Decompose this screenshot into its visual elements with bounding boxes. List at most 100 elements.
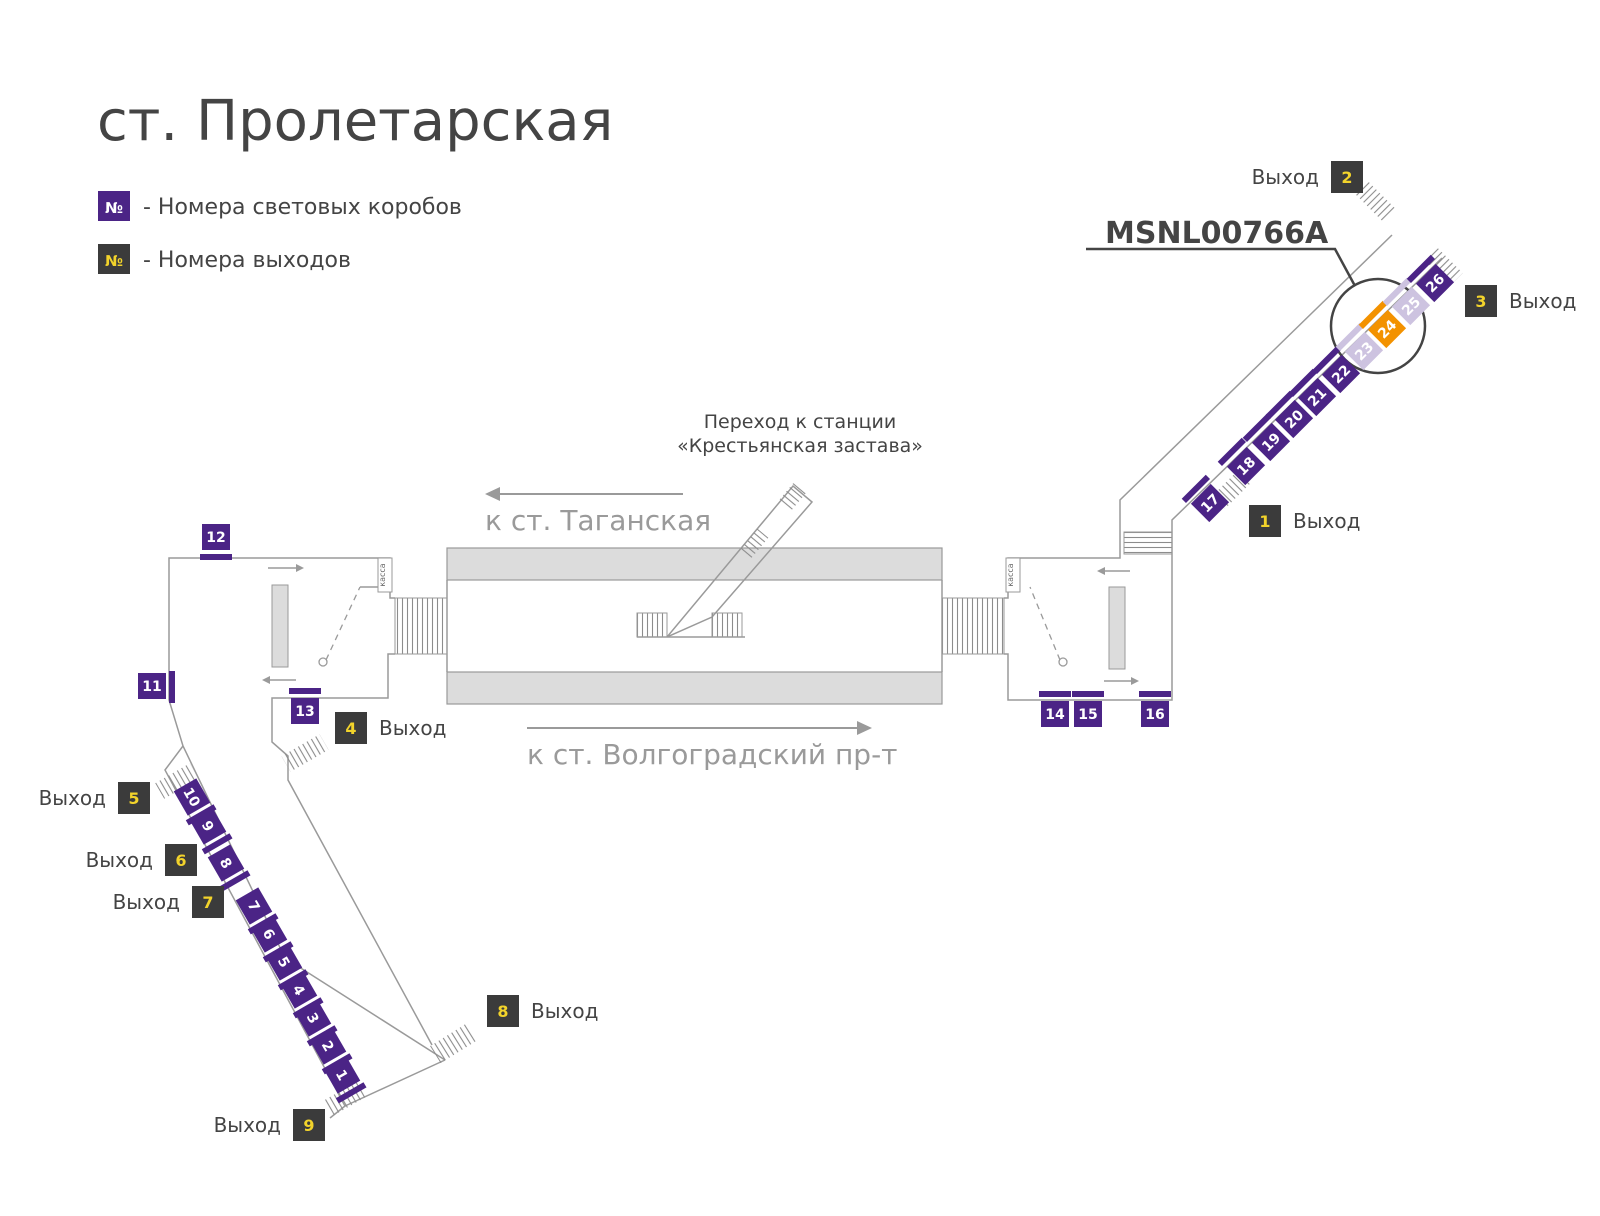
lightbox-wall-bar (1358, 300, 1387, 329)
lightbox-12: 12 (200, 524, 232, 560)
lightbox-box (1251, 422, 1291, 462)
stairs-exit-2 (1355, 181, 1397, 223)
lightbox-box (1041, 701, 1069, 727)
lightbox-number: 15 (1078, 707, 1097, 723)
central-platform (394, 481, 1005, 705)
exit-9: 9 Выход (214, 1109, 325, 1141)
stairs-exit-4 (281, 734, 329, 772)
lightbox-wall-bar (219, 870, 251, 892)
transfer-stairs-top (779, 481, 807, 511)
lightbox-number: 16 (1145, 707, 1164, 723)
lightbox-16: 16 (1139, 691, 1171, 727)
kassa-west-label: касса (378, 563, 387, 587)
lightbox-number: 12 (206, 530, 225, 546)
exit-number: 1 (1259, 512, 1270, 531)
exit-label: Выход (39, 786, 106, 810)
exit-label: Выход (1509, 289, 1576, 313)
lightbox-wall-bar (335, 1082, 367, 1104)
lightbox-wall-bar (277, 969, 309, 991)
exit-label: Выход (214, 1113, 281, 1137)
lightbox-wall-bar (1335, 322, 1364, 351)
lightbox-box (1226, 446, 1266, 486)
lightbox-20: 20 (1265, 390, 1314, 439)
exit-number: 2 (1341, 168, 1352, 187)
lightbox-box (1344, 331, 1384, 371)
exit-label: Выход (531, 999, 598, 1023)
exit-badge (192, 886, 224, 918)
lightbox-box (138, 673, 166, 699)
lightbox-14: 14 (1039, 691, 1071, 727)
highlight-circle (1329, 277, 1427, 375)
exit-3: 3 Выход (1465, 285, 1576, 317)
transfer-stairs-right (711, 612, 743, 638)
lightbox-10: 10 (173, 778, 217, 826)
stairs-west (394, 597, 448, 655)
exit-number: 8 (497, 1002, 508, 1021)
stairs-exit-5 (155, 763, 199, 799)
direction-volgogradsky-label: к ст. Волгоградский пр-т (527, 738, 898, 771)
lightbox-wall-bar (1242, 413, 1271, 442)
exit-badge (1249, 505, 1281, 537)
lightbox-23: 23 (1335, 322, 1384, 371)
exit-badge (335, 712, 367, 744)
exit-badge (293, 1109, 325, 1141)
lightbox-13: 13 (289, 688, 321, 724)
lightbox-number: 11 (142, 679, 161, 695)
lightbox-wall-bar (1039, 691, 1071, 697)
legend-exit-text: - Номера выходов (143, 248, 351, 273)
exit-number: 4 (345, 719, 356, 738)
exit-number: 9 (303, 1116, 314, 1135)
exit-badge (1331, 161, 1363, 193)
lightbox-box (1141, 701, 1169, 727)
lightbox-wall-bar (292, 997, 324, 1019)
lightbox-box (1074, 701, 1102, 727)
lightbox-box (1190, 483, 1230, 523)
lightbox-wall-bar (1382, 277, 1411, 306)
lightbox-wall-bar (1312, 345, 1341, 374)
lightbox-wall-bar (1217, 437, 1246, 466)
lightbox-22: 22 (1312, 345, 1361, 394)
lightbox-box (1297, 377, 1337, 417)
lightbox-wall-bar (185, 804, 217, 826)
stairs-exit-3 (1423, 246, 1463, 286)
lightbox-17: 17 (1181, 474, 1230, 523)
lightbox-26: 26 (1406, 254, 1455, 303)
stairs-east (941, 597, 1005, 655)
exit-badge (487, 995, 519, 1027)
lightbox-box (1391, 286, 1431, 326)
lightbox-15: 15 (1072, 691, 1104, 727)
lightbox-wall-bar (201, 833, 233, 855)
transfer-stairs-left (636, 612, 668, 638)
lightbox-wall-bar (200, 554, 232, 560)
lightbox-wall-bar (289, 688, 321, 694)
lightbox-number: 14 (1045, 707, 1065, 723)
lightbox-box (291, 698, 319, 724)
transfer-stairs-mid (739, 528, 769, 560)
direction-taganskaya-label: к ст. Таганская (485, 504, 711, 537)
lightbox-11: 11 (138, 671, 175, 703)
lightbox-wall-bar (1181, 474, 1210, 503)
lightbox-wall-bar (169, 671, 175, 703)
legend-lightbox-badge-text: № (105, 199, 123, 217)
lightbox-box (173, 778, 211, 816)
highlight-callout: MSNL00766A (1086, 216, 1427, 375)
exit-label: Выход (113, 890, 180, 914)
lightbox-wall-bar (1406, 254, 1435, 283)
lightbox-box (202, 524, 230, 550)
stairs-east-passage (1123, 531, 1173, 555)
kassa-west (377, 557, 393, 593)
lightbox-number: 13 (295, 704, 314, 720)
exit-number: 3 (1475, 292, 1486, 311)
lightbox-wall-bar (321, 1053, 353, 1075)
lightbox-25: 25 (1382, 277, 1431, 326)
lightbox-wall-bar (306, 1025, 338, 1047)
legend-exit-badge (98, 244, 130, 274)
lightbox-24: 24 (1358, 300, 1407, 349)
lightbox-wall-bar (1139, 691, 1171, 697)
